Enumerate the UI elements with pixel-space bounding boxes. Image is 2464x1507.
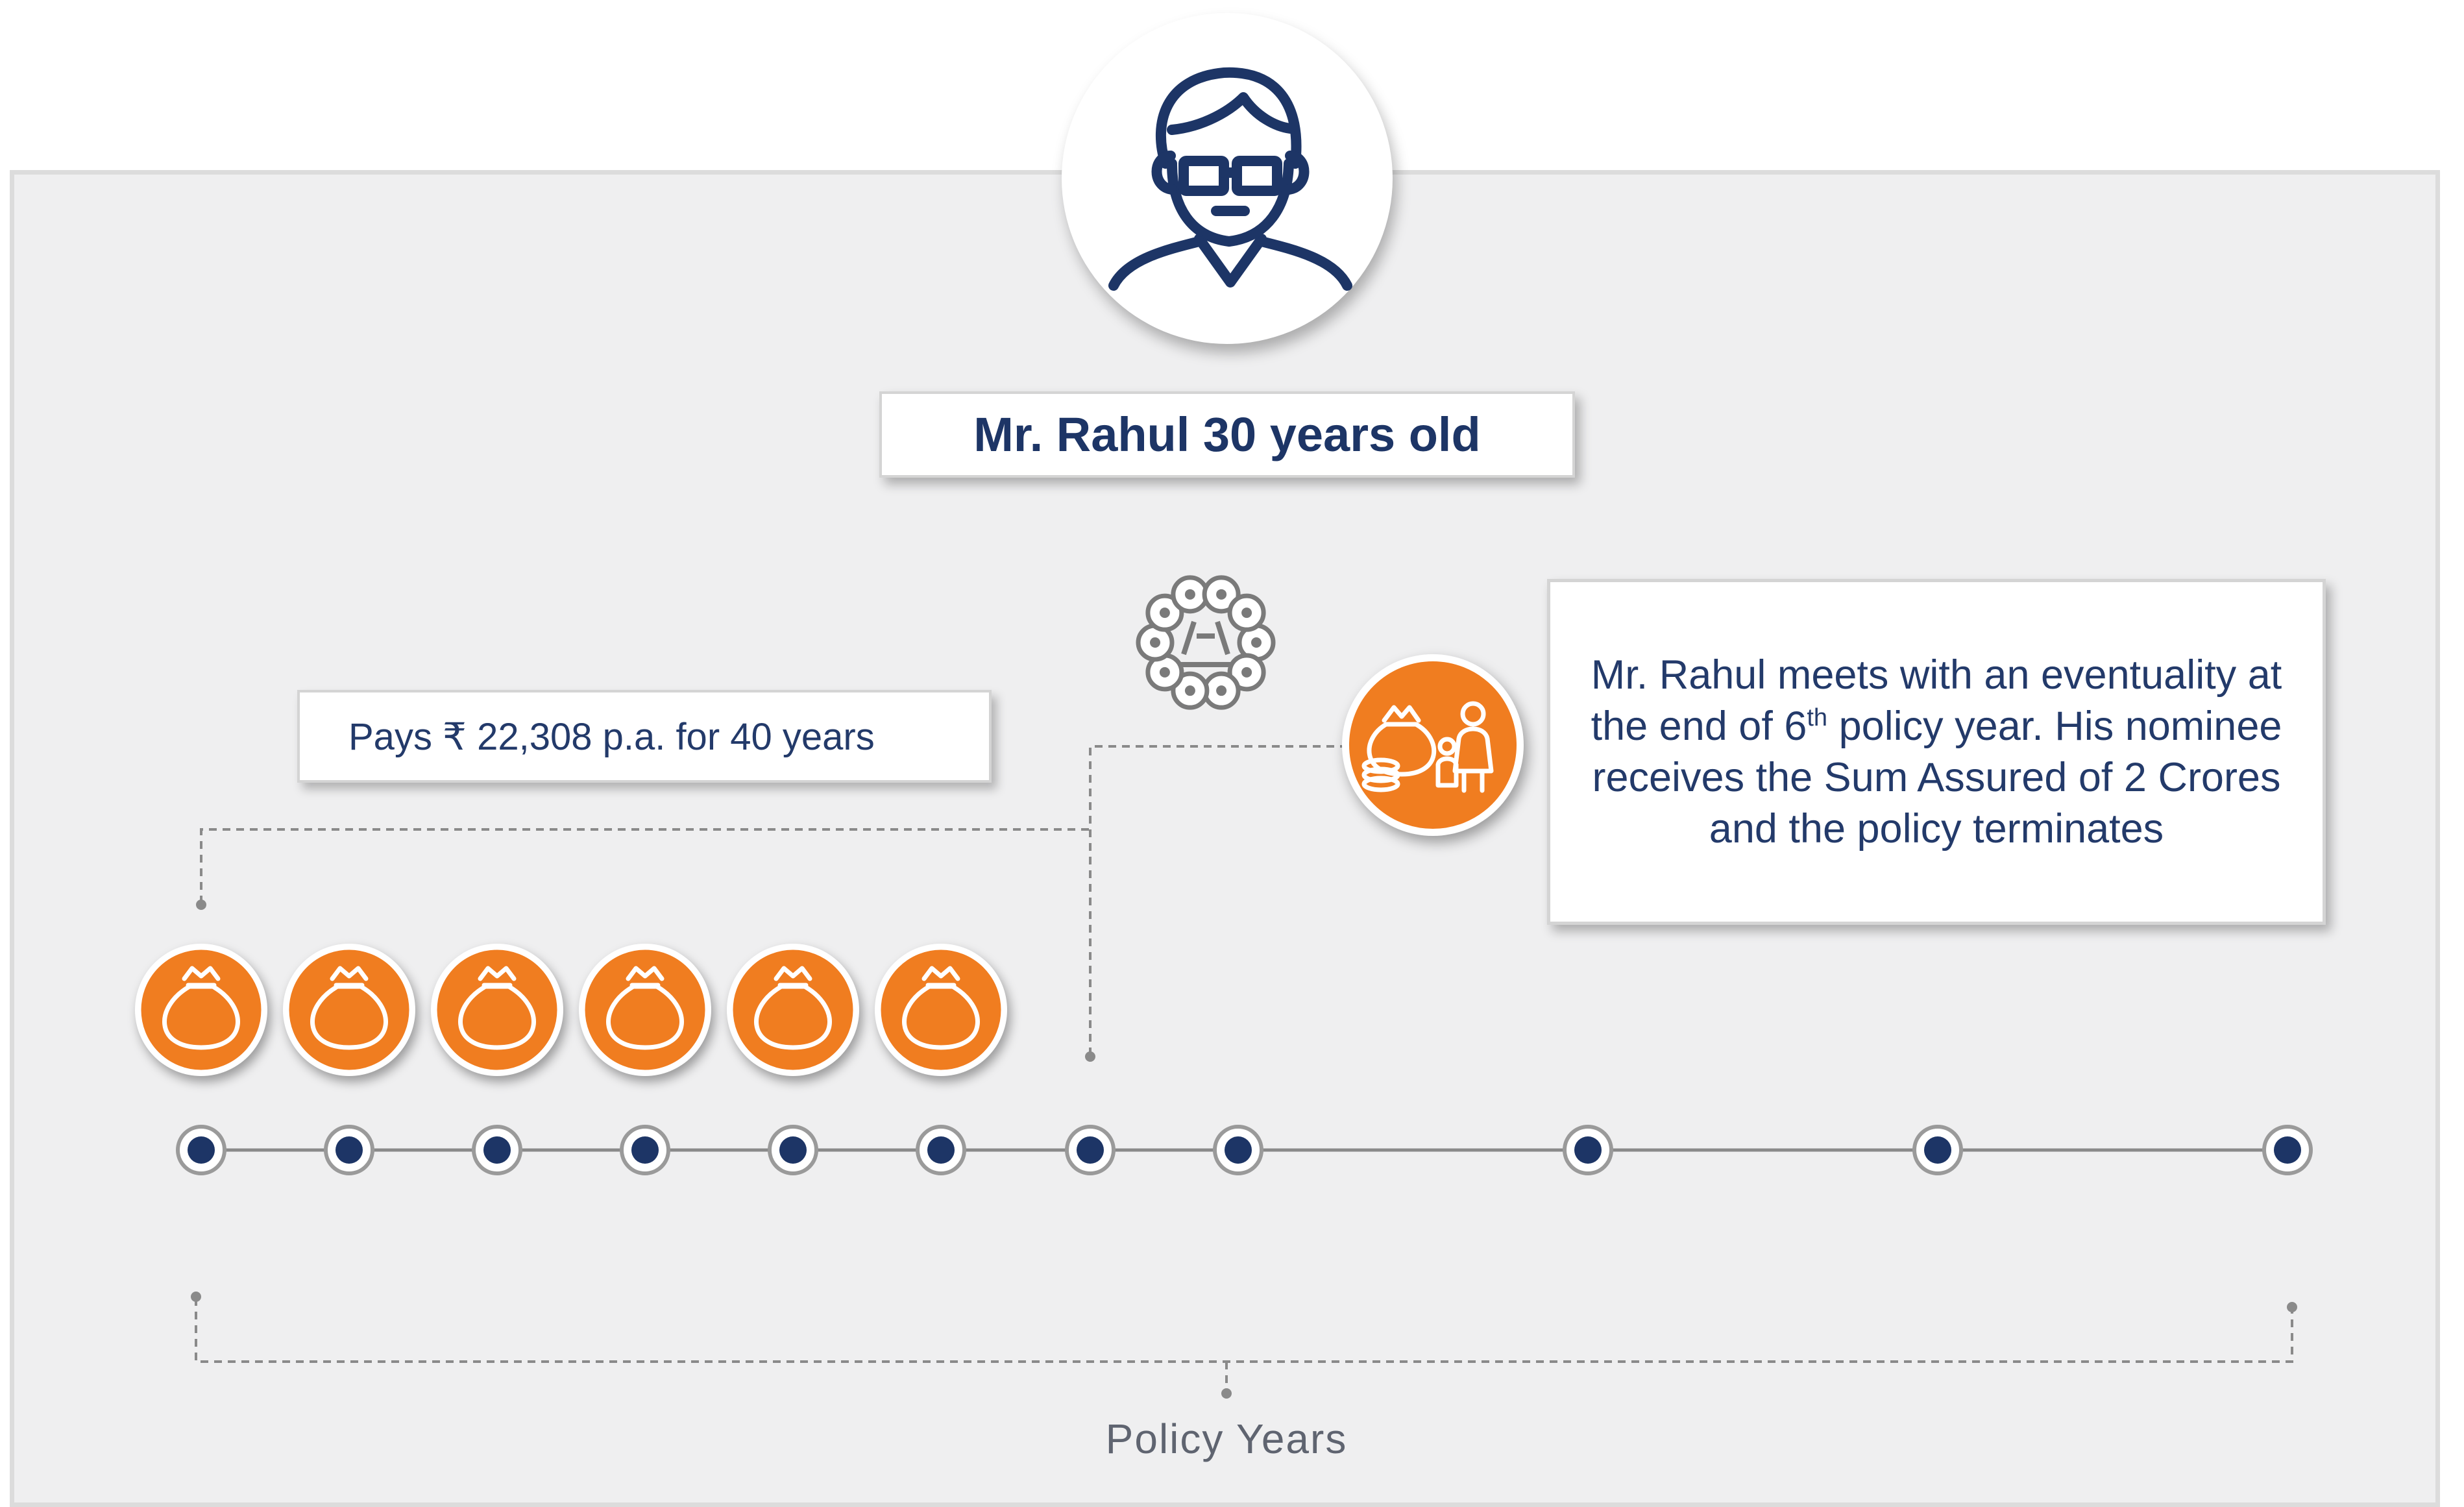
policy-years-pointer-dot	[1221, 1388, 1232, 1399]
money-bag-icon	[135, 944, 267, 1076]
event-text-start: Mr. Rahul meets with an eventuality at t…	[1591, 652, 2282, 749]
event-description: Mr. Rahul meets with an eventuality at t…	[1583, 650, 2290, 855]
premium-payments	[135, 944, 1007, 1076]
timeline-node	[916, 1125, 966, 1175]
connector-lines	[195, 745, 2293, 1392]
policy-years-label: Policy Years	[1105, 1415, 1348, 1462]
money-bag-icon	[283, 944, 415, 1076]
timeline-node	[1065, 1125, 1116, 1175]
timeline-node	[1563, 1125, 1613, 1175]
money-bag-icon	[875, 944, 1007, 1076]
timeline-node	[620, 1125, 670, 1175]
timeline-node	[2262, 1125, 2313, 1175]
event-description-box: Mr. Rahul meets with an eventuality at t…	[1547, 579, 2326, 925]
policy-years-end-dot	[2287, 1302, 2297, 1312]
money-bag-icon	[431, 944, 563, 1076]
money-bag-icon	[579, 944, 711, 1076]
money-bag-icon	[727, 944, 859, 1076]
timeline-node	[472, 1125, 522, 1175]
premium-bracket-line	[200, 828, 1090, 903]
event-text-superscript: th	[1807, 704, 1828, 731]
condolence-wreath-icon	[1136, 575, 1276, 710]
policy-years-bracket-line	[195, 1298, 2293, 1363]
money-bag-and-family-icon	[1342, 654, 1524, 836]
timeline-node	[1213, 1125, 1263, 1175]
person-name-label: Mr. Rahul 30 years old	[879, 391, 1575, 478]
timeline-node	[768, 1125, 818, 1175]
timeline-node	[324, 1125, 374, 1175]
event-connector-end-dot	[1085, 1051, 1095, 1062]
man-with-glasses-icon	[1108, 67, 1352, 291]
timeline-node	[1912, 1125, 1963, 1175]
premium-label: Pays ₹ 22,308 p.a. for 40 years	[297, 690, 992, 783]
premium-bracket-end-dot	[196, 900, 206, 910]
timeline-node	[176, 1125, 226, 1175]
event-connector-line	[1089, 745, 1356, 1055]
event-text-end: policy year. His nominee receives the Su…	[1592, 703, 2282, 852]
policy-years-start-dot	[191, 1292, 201, 1302]
avatar	[1062, 13, 1393, 344]
timeline-nodes	[176, 1125, 2313, 1175]
